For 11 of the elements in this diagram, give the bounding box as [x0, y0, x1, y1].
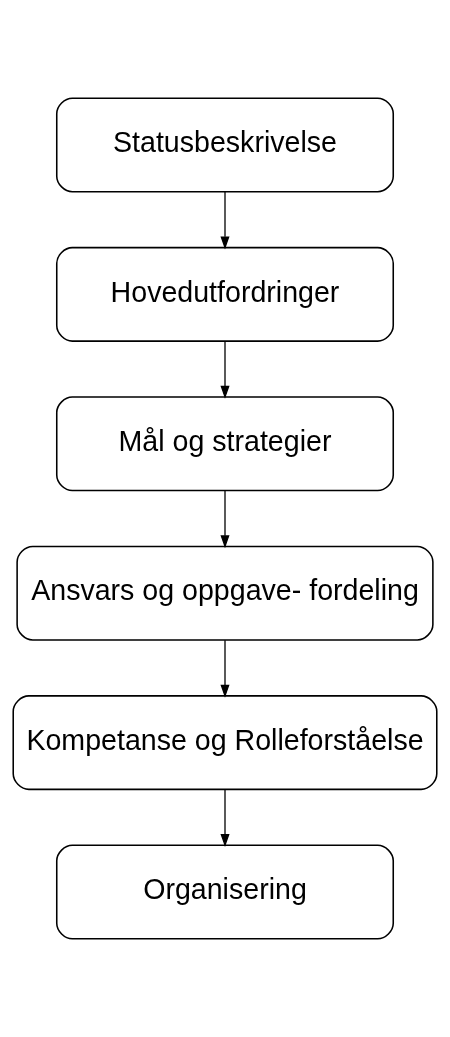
node-box: Mål og strategier: [55, 396, 395, 492]
node-box: Ansvars og oppgave- fordeling: [16, 545, 434, 641]
node-box: Statusbeskrivelse: [55, 97, 395, 193]
arrow: [220, 788, 230, 848]
node-box: Hovedutfordringer: [55, 246, 395, 342]
node-box: Organisering: [55, 844, 395, 940]
node-box: Kompetanse og Rolleforståelse: [12, 695, 438, 791]
arrow: [220, 191, 230, 250]
arrow: [220, 340, 230, 399]
arrow: [220, 490, 230, 549]
arrow: [220, 639, 230, 698]
